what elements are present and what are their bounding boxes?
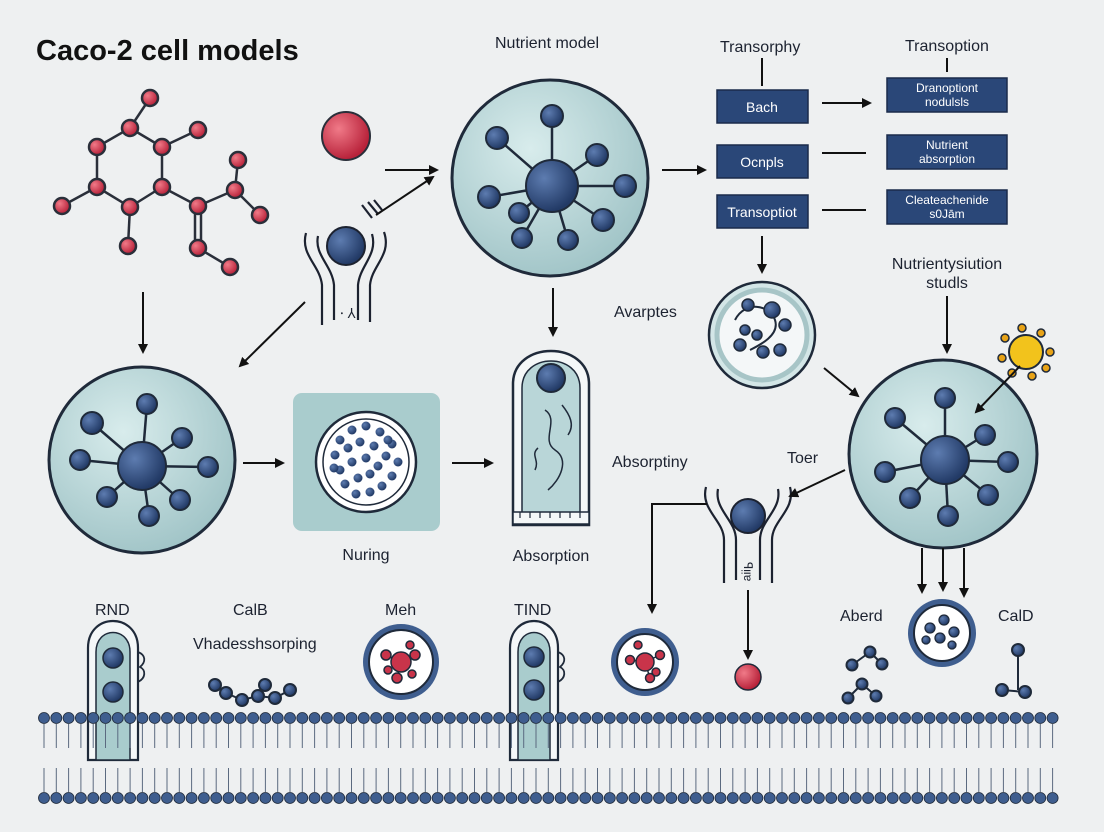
label-nutrient-model: Nutrient model — [495, 35, 599, 52]
box-transoptiot: Transoptiot — [716, 194, 809, 229]
molecule-top-left — [52, 88, 270, 277]
svg-text:Transoptiot: Transoptiot — [727, 204, 797, 220]
box-nutrient-absorption: Nutrient absorption — [886, 134, 1008, 170]
vesicle-right — [908, 599, 976, 667]
svg-text:Bach: Bach — [746, 99, 778, 115]
lipid-bilayer — [38, 712, 1059, 804]
receptor-middle — [703, 486, 793, 583]
box-cleateachenide: Cleateachenide s0Jām — [886, 189, 1008, 225]
absorption-tube — [511, 349, 591, 527]
cell-top-center — [450, 78, 650, 278]
box-dranoptiont: Dranoptiont nodulsls — [886, 77, 1008, 113]
svg-text:Cleateachenide: Cleateachenide — [905, 193, 989, 207]
vesicle-meh — [363, 624, 439, 700]
cell-small-middle — [707, 280, 817, 390]
cell-middle-left — [47, 365, 237, 555]
label-tind: TIND — [514, 602, 551, 619]
label-stem-text: ꟼᴉᴉɐ — [741, 562, 755, 582]
vesicle-center — [611, 628, 679, 696]
receptor-top: ⸱ ⅄ — [303, 199, 387, 325]
label-transoption: Transoption — [905, 38, 989, 55]
label-nuring: Nuring — [342, 547, 389, 564]
label-studls: studls — [926, 275, 968, 292]
label-absorption: Absorption — [513, 548, 590, 565]
label-rnd: RND — [95, 602, 130, 619]
box-ocnpls: Ocnpls — [716, 144, 809, 179]
molecule-bottom-right-b — [995, 643, 1032, 699]
membrane-channel-rnd — [86, 619, 146, 762]
svg-text:Ocnpls: Ocnpls — [740, 154, 784, 170]
svg-text:⸱ ⅄: ⸱ ⅄ — [340, 305, 356, 321]
label-cald: CalD — [998, 608, 1034, 625]
molecule-bottom-left — [208, 678, 297, 707]
red-particle-small — [734, 663, 762, 691]
yellow-antigen — [997, 323, 1055, 381]
label-calb: CalB — [233, 602, 268, 619]
svg-text:absorption: absorption — [919, 152, 975, 166]
label-vhadesshsorping: Vhadesshsorping — [193, 636, 317, 653]
svg-text:Dranoptiont: Dranoptiont — [916, 81, 979, 95]
label-absorptiny: Absorptiny — [612, 454, 688, 471]
svg-text:s0Jām: s0Jām — [929, 207, 964, 221]
cell-middle-right — [847, 358, 1039, 550]
red-particle — [321, 111, 371, 161]
molecule-bottom-right-a — [841, 645, 889, 705]
label-transorphy: Transorphy — [720, 39, 800, 56]
label-toer: Toer — [787, 450, 819, 467]
label-nutrientysiution: Nutrientysiution — [892, 256, 1002, 273]
membrane-channel-tind — [508, 620, 566, 762]
box-bach: Bach — [716, 89, 809, 124]
label-avarptes: Avarptes — [614, 304, 677, 321]
svg-text:Nutrient: Nutrient — [926, 138, 969, 152]
diagram-title: Caco-2 cell models — [36, 35, 299, 67]
svg-text:nodulsls: nodulsls — [925, 95, 969, 109]
label-aberd: Aberd — [840, 608, 883, 625]
label-meh: Meh — [385, 602, 416, 619]
panel-nuring — [293, 393, 440, 531]
arrows — [138, 58, 1021, 660]
